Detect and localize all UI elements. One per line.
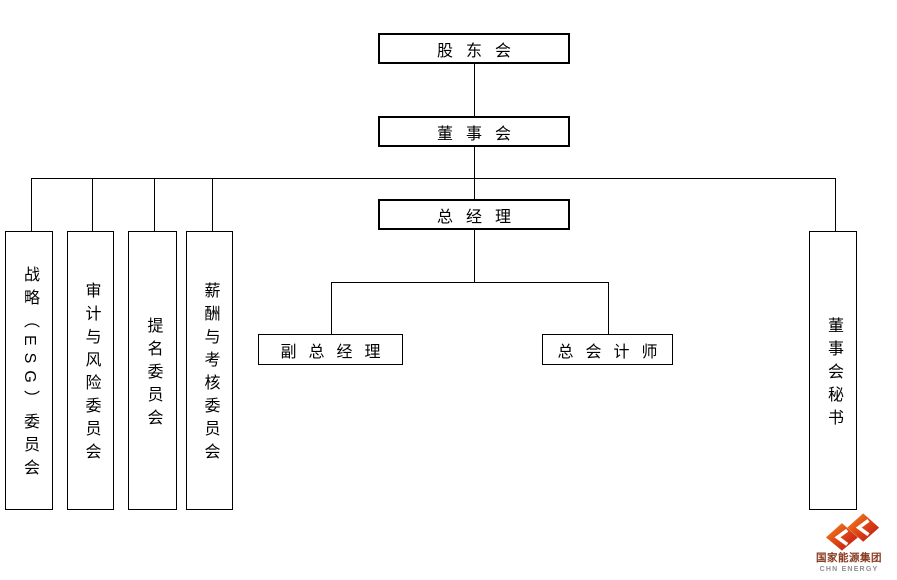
node-label: 提名委员会 [144,316,162,432]
node-label: 股东会 [436,42,524,60]
node-label: 战略（ESG）委员会 [21,266,38,482]
node-chief-accountant: 总会计师 [542,334,673,365]
connector-line [212,178,213,231]
connector-line [31,178,32,231]
node-label: 董事会 [436,125,524,143]
node-audit-risk-committee: 审计与风险委员会 [67,231,114,510]
connector-line [154,178,155,231]
connector-line [474,146,475,199]
connector-line [608,282,609,334]
node-strategy-esg-committee: 战略（ESG）委员会 [5,231,53,510]
connector-line [331,282,332,334]
node-deputy-general-manager: 副总经理 [258,334,403,365]
chn-energy-name-en: CHN ENERGY [819,565,879,573]
connector-line [835,178,836,231]
connector-line [331,282,609,283]
node-remuneration-assessment-committee: 薪酬与考核委员会 [186,231,233,510]
node-shareholders-meeting: 股东会 [378,33,570,64]
connector-line [31,178,836,179]
connector-line [92,178,93,231]
node-label: 总会计师 [557,343,670,361]
chn-energy-name-cn: 国家能源集团 [816,552,882,564]
node-board-secretary: 董事会秘书 [809,231,857,510]
node-label: 董事会秘书 [825,316,842,432]
connector-line [474,63,475,116]
node-label: 审计与风险委员会 [82,282,100,466]
node-nomination-committee: 提名委员会 [128,231,177,510]
node-general-manager: 总经理 [378,199,570,230]
node-label: 薪酬与考核委员会 [201,282,219,466]
node-label: 副总经理 [280,343,393,361]
node-label: 总经理 [436,208,524,226]
chn-energy-logo: 国家能源集团 CHN ENERGY [810,511,888,573]
node-board-of-directors: 董事会 [378,116,570,147]
chn-energy-logo-icon [825,513,880,551]
connector-line [474,230,475,282]
